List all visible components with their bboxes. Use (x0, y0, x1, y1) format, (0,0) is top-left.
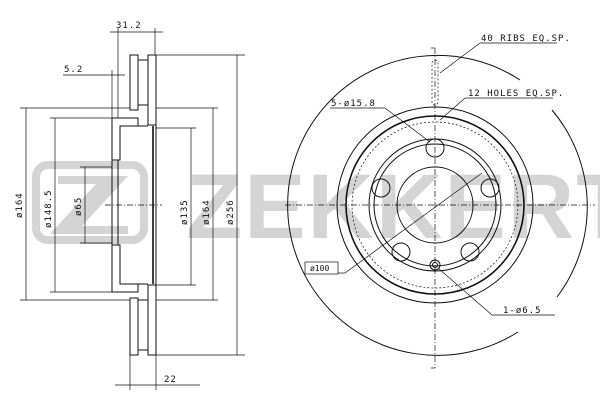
dim-dia-148-5: ø148.5 (44, 189, 54, 228)
dim-dia-164-left: ø164 (15, 192, 25, 218)
label-bolt-holes: 5-ø15.8 (331, 99, 376, 109)
dim-offset-5-2: 5.2 (64, 65, 83, 75)
dim-thickness-22: 22 (164, 375, 177, 385)
front-view: 40 RIBS EQ.SP. 12 HOLES EQ.SP. 5-ø15.8 ø… (285, 34, 595, 369)
watermark-text: ZEKKERT (186, 156, 600, 258)
bolt-holes (371, 138, 500, 271)
dim-dia-65: ø65 (74, 197, 84, 216)
label-pcd-100: ø100 (310, 264, 329, 273)
dim-dia-164-right: ø164 (202, 199, 212, 225)
dim-dia-135: ø135 (180, 199, 190, 225)
label-12-holes: 12 HOLES EQ.SP. (468, 89, 564, 99)
zekkert-watermark-logo: ZEKKERT (32, 156, 600, 258)
side-section-view: 31.2 5.2 ø164 ø148.5 ø65 ø135 ø164 ø256 … (15, 21, 245, 390)
label-pin-hole: 1-ø6.5 (503, 306, 542, 316)
dim-width-31-2: 31.2 (116, 21, 142, 31)
label-40-ribs: 40 RIBS EQ.SP. (481, 34, 571, 44)
dim-dia-256: ø256 (226, 199, 236, 225)
